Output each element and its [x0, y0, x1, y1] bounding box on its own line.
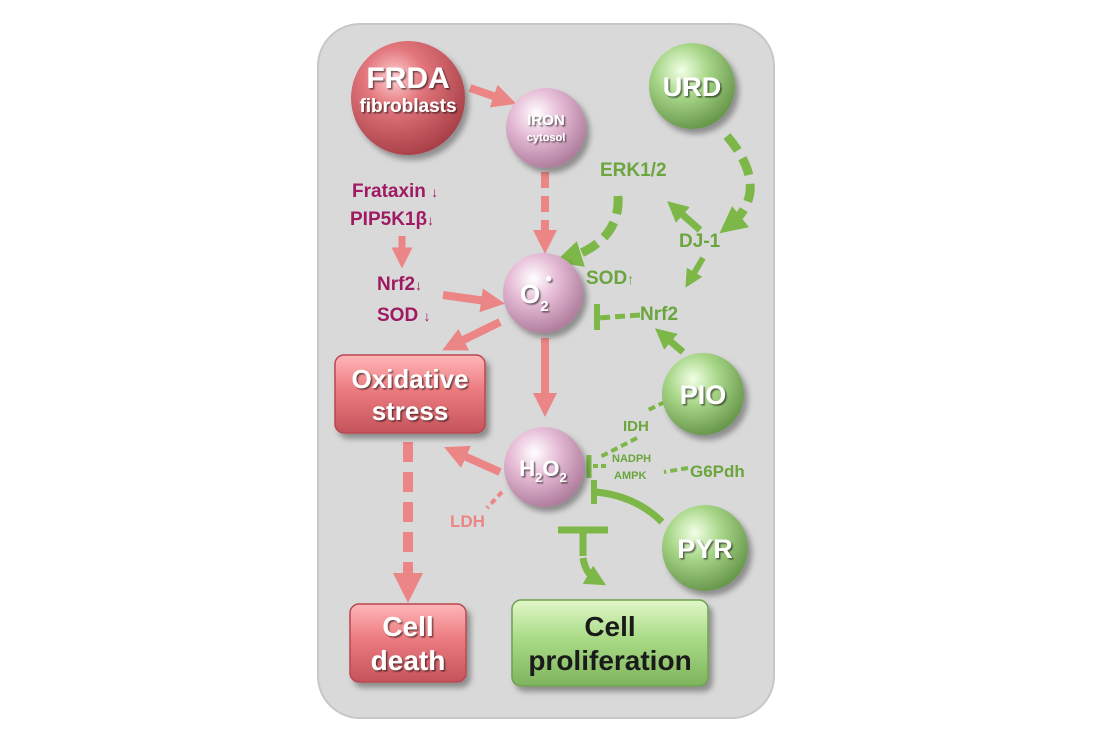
- pip5k1b-label: PIP5K1β↓: [350, 209, 434, 230]
- cell-death-label-2: death: [371, 645, 446, 676]
- arrow-nrf2-to-superoxide: [442, 288, 505, 313]
- cell-proliferation-label-1: Cell: [584, 611, 635, 642]
- pyr-label: PYR: [677, 534, 733, 564]
- cell-proliferation-box: [511, 599, 709, 687]
- oxidative-stress-box: [334, 354, 486, 434]
- urd-node: [649, 43, 735, 129]
- dj1-label: DJ-1: [679, 231, 721, 252]
- red-arrows: [391, 84, 557, 603]
- nrf2-left-label: Nrf2↓: [377, 274, 422, 295]
- arrow-dj1-to-nrf2: [685, 256, 706, 288]
- frda-node: [351, 41, 465, 155]
- nadph-label: NADPH: [612, 453, 651, 465]
- peroxide-label: H2O2: [519, 456, 566, 485]
- arrow-dj1-to-erk: [667, 201, 703, 233]
- cell-proliferation-label-2: proliferation: [528, 645, 691, 676]
- iron-sublabel: cytosol: [527, 132, 566, 144]
- frda-label: FRDA: [366, 62, 449, 95]
- pio-node: [662, 353, 744, 435]
- idh-label: IDH: [623, 418, 649, 435]
- pyr-node: [662, 505, 748, 591]
- erk-label: ERK1/2: [600, 160, 667, 181]
- oxidative-stress-label-2: stress: [372, 396, 449, 426]
- peroxide-node: [504, 427, 584, 507]
- iron-node: [506, 88, 586, 168]
- arrow-peroxide-to-oxidative: [444, 445, 502, 476]
- cell-death-box: [349, 603, 467, 683]
- g6pdh-to-ampk: [663, 466, 689, 474]
- pio-to-idh: [647, 400, 666, 412]
- arrow-pio-to-nrf2: [654, 328, 686, 355]
- frataxin-label: Frataxin ↓: [352, 181, 438, 202]
- ldh-inhibition: [485, 490, 504, 510]
- urd-label: URD: [663, 72, 722, 102]
- cell-death-label-1: Cell: [382, 611, 433, 642]
- frda-factors: Frataxin ↓ PIP5K1β↓ Nrf2↓ SOD ↓: [350, 181, 438, 326]
- nrf2-right-label: Nrf2: [640, 304, 678, 325]
- ampk-label: AMPK: [614, 470, 646, 482]
- arrow-superoxide-to-oxidative: [442, 318, 502, 351]
- green-factors: ERK1/2 DJ-1 SOD↑ Nrf2 IDH NADPH AMPK G6P…: [586, 160, 745, 482]
- pyr-to-peroxide-inhibition: [595, 488, 665, 525]
- superoxide-label: O2•: [520, 269, 552, 315]
- ldh-label: LDH: [450, 512, 485, 531]
- oxidative-stress-label-1: Oxidative: [351, 364, 468, 394]
- frda-sublabel: fibroblasts: [359, 96, 456, 117]
- sod-left-label: SOD ↓: [377, 305, 430, 326]
- g6pdh-label: G6Pdh: [690, 462, 745, 481]
- arrow-frda-to-iron: [468, 84, 517, 108]
- pio-label: PIO: [680, 380, 727, 410]
- superoxide-node: [503, 253, 583, 333]
- arrow-urd-to-dj1: [719, 133, 755, 234]
- nrf2-to-superoxide-inhibition: [597, 312, 641, 321]
- idh-to-peroxide: [599, 436, 638, 459]
- arrow-erk-to-superoxide: [555, 195, 623, 267]
- peroxide-to-proliferation-tbar: [558, 526, 608, 556]
- green-arrows: [555, 133, 755, 586]
- sod-right-label: SOD↑: [586, 268, 634, 289]
- iron-label: IRON: [527, 112, 565, 129]
- arrow-to-proliferation: [579, 557, 607, 586]
